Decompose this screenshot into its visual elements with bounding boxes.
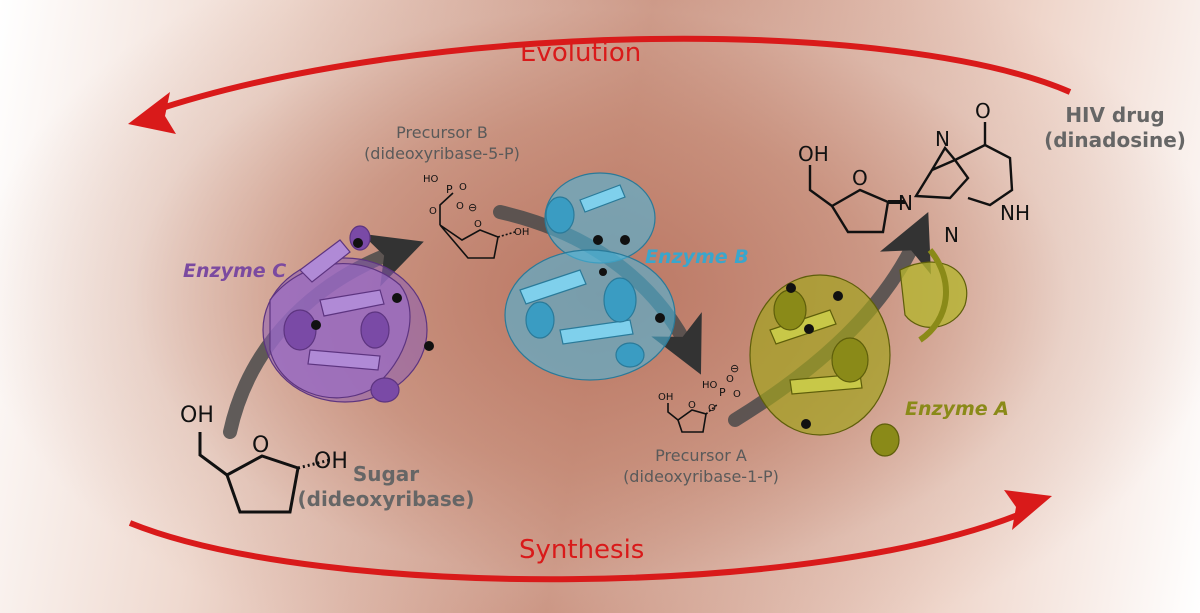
precursor-b-o-minus-label: O <box>456 201 464 212</box>
sugar-molecule: OH O OH <box>180 403 348 514</box>
enzyme-c-protein <box>262 225 434 403</box>
enzyme-a-protein <box>749 248 968 457</box>
precursor-a-oh-label: OH <box>658 392 673 403</box>
hiv-drug-label: HIV drug (dinadosine) <box>1040 103 1190 153</box>
precursor-a-p-label: P <box>719 386 726 399</box>
precursor-a-ho-label: HO <box>702 380 718 391</box>
sugar-ring-o-label: O <box>252 433 269 458</box>
precursor-b-chemical-name: (dideoxyribase-5-P) <box>364 144 520 163</box>
drug-ring-o-label: O <box>852 166 868 190</box>
drug-n9-label: N <box>898 191 913 215</box>
precursor-b-p-label: P <box>446 183 453 196</box>
precursor-b-ho-label: HO <box>423 174 439 185</box>
sugar-oh-label: OH <box>180 403 214 428</box>
precursor-a-o-minus-label: O <box>726 374 734 385</box>
enzyme-b-protein <box>504 172 676 381</box>
precursor-b-ester-o-label: O <box>429 206 437 217</box>
precursor-a-minus-charge: ⊖ <box>730 362 739 375</box>
drug-carbonyl-o-label: O <box>975 99 991 123</box>
precursor-a-ring-o-label: O <box>688 400 696 411</box>
precursor-a-molecule: OH O O HO P O ⊖ O <box>658 362 741 433</box>
enzyme-c-label: Enzyme C <box>183 260 287 282</box>
drug-oh-label: OH <box>798 142 829 166</box>
enzyme-b-label: Enzyme B <box>645 246 749 268</box>
precursor-b-molecule: HO P O O ⊖ O O OH <box>423 174 529 259</box>
sugar-label: Sugar (dideoxyribase) <box>296 462 476 512</box>
precursor-b-ring-o-label: O <box>474 219 482 230</box>
precursor-b-minus-charge: ⊖ <box>468 201 477 214</box>
sugar-name: Sugar <box>352 462 420 486</box>
evolution-label: Evolution <box>520 38 642 68</box>
precursor-a-chemical-name: (dideoxyribase-1-P) <box>623 467 779 486</box>
precursor-a-ester-o-label: O <box>708 403 716 414</box>
precursor-b-name: Precursor B <box>396 123 488 142</box>
enzyme-a-label: Enzyme A <box>905 398 1009 420</box>
sugar-chemical-name: (dideoxyribase) <box>297 487 475 511</box>
synthesis-label: Synthesis <box>519 535 645 565</box>
drug-nh-label: NH <box>1000 201 1030 225</box>
precursor-a-label: Precursor A (dideoxyribase-1-P) <box>616 445 786 487</box>
drug-n3-label: N <box>944 223 959 247</box>
hiv-drug-name: HIV drug <box>1065 103 1165 127</box>
hiv-drug-molecule: OH O N N O NH N <box>798 99 1030 247</box>
precursor-a-name: Precursor A <box>655 446 747 465</box>
hiv-drug-chemical-name: (dinadosine) <box>1044 128 1186 152</box>
precursor-b-label: Precursor B (dideoxyribase-5-P) <box>358 122 526 164</box>
drug-n7-label: N <box>935 127 950 151</box>
sugar-anomeric-oh-label: OH <box>314 449 348 474</box>
evolution-arrow <box>128 35 1072 134</box>
precursor-b-o-double-label: O <box>459 182 467 193</box>
synthesis-arrow <box>128 490 1052 583</box>
precursor-b-oh-label: OH <box>514 227 529 238</box>
precursor-a-o-double-label: O <box>733 389 741 400</box>
